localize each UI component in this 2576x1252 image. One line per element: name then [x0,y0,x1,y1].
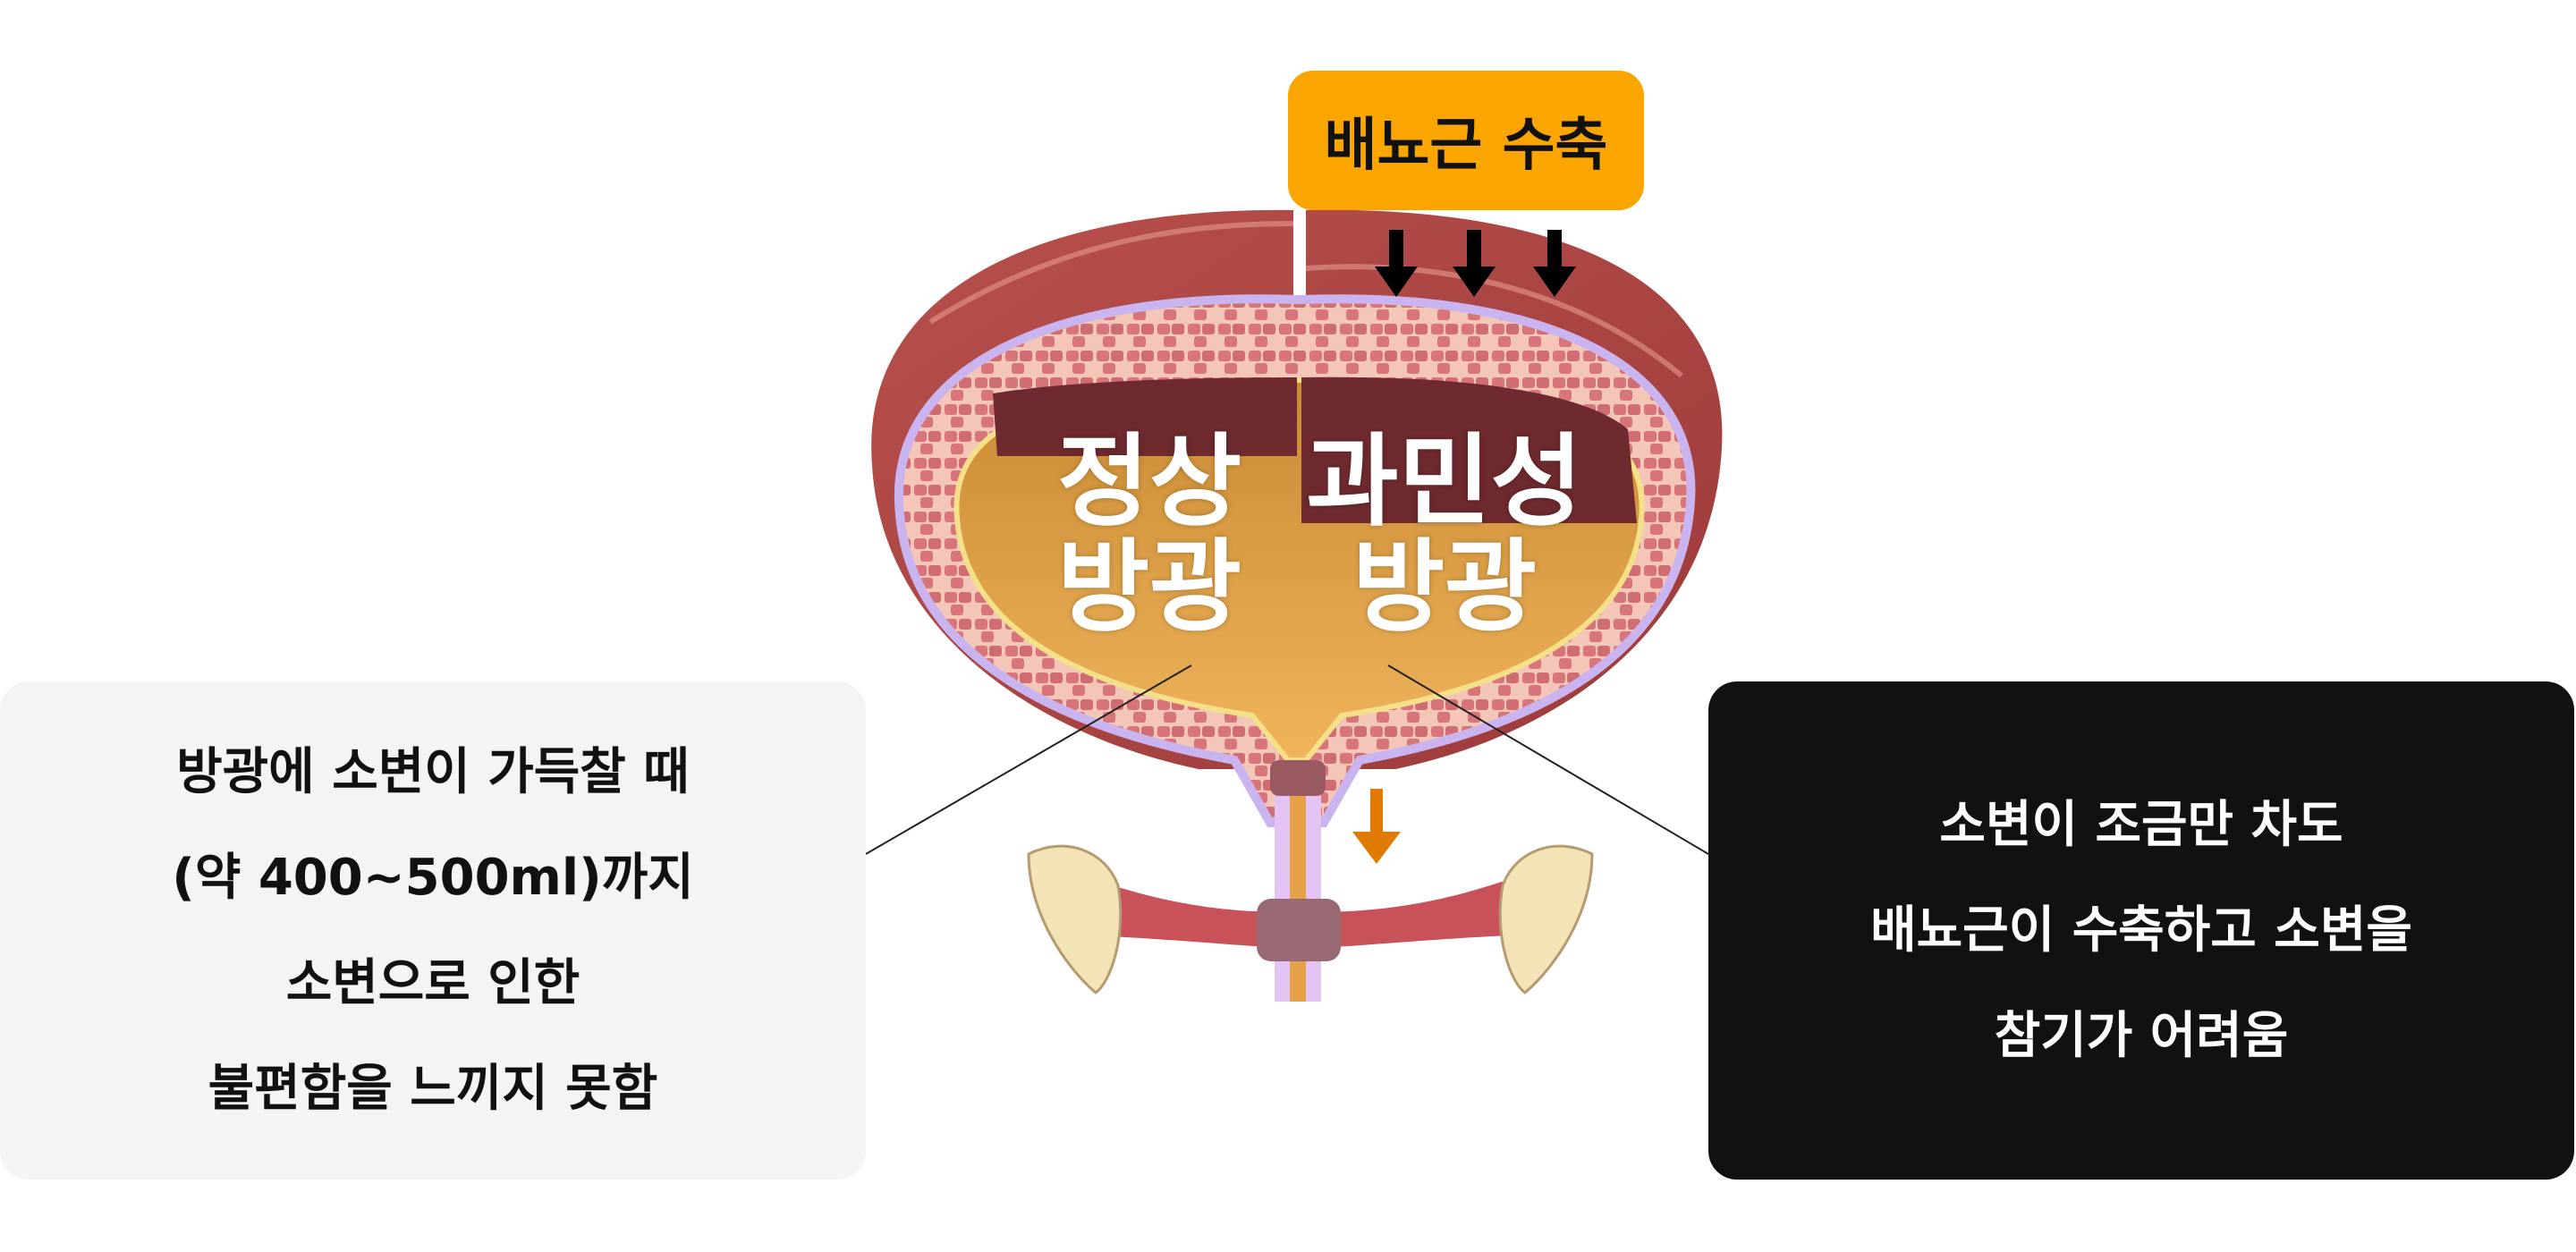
contraction-arrows [1375,230,1576,297]
panel-text-line: 배뇨근이 수축하고 소변을 [1870,901,2412,960]
leader-line-overactive [1387,664,1709,855]
internal-sphincter [1270,760,1326,796]
normal-empty-space [993,377,1297,456]
panel-text-line: 참기가 어려움 [1994,1006,2289,1065]
panel-text-line: 소변이 조금만 차도 [1939,795,2343,854]
down-arrow-icon [1533,230,1576,297]
down-arrow-icon [1375,230,1418,297]
panel-text-line: 불편함을 느끼지 못함 [208,1059,658,1118]
overactive-empty-space [1301,376,1637,523]
pelvic-bone-right [1498,844,1594,994]
overactive-bladder-label: 과민성 방광 [1306,429,1583,640]
panel-text-line: 소변으로 인한 [285,953,580,1012]
urine-flow-arrow-icon [1352,789,1401,864]
panel-text-line: 방광에 소변이 가득찰 때 [176,742,690,801]
detrusor-contraction-tag: 배뇨근 수축 [1288,71,1644,210]
pelvic-floor-muscle [1073,872,1530,948]
pelvic-bone-left [1027,844,1123,994]
down-arrow-icon [1453,230,1496,297]
normal-bladder-label: 정상 방광 [1038,429,1261,640]
normal-label-line: 방광 [1056,529,1242,646]
leader-line-normal [865,664,1192,855]
panel-text-line: (약 400~500ml)까지 [172,848,694,907]
overactive-bladder-panel: 소변이 조금만 차도 배뇨근이 수축하고 소변을 참기가 어려움 [1708,681,2574,1180]
overactive-label-line: 방광 [1352,529,1538,646]
overactive-label-line: 과민성 [1306,424,1583,540]
external-sphincter [1257,899,1341,961]
normal-bladder-panel: 방광에 소변이 가득찰 때 (약 400~500ml)까지 소변으로 인한 불편… [0,681,866,1180]
normal-label-line: 정상 [1056,424,1242,540]
